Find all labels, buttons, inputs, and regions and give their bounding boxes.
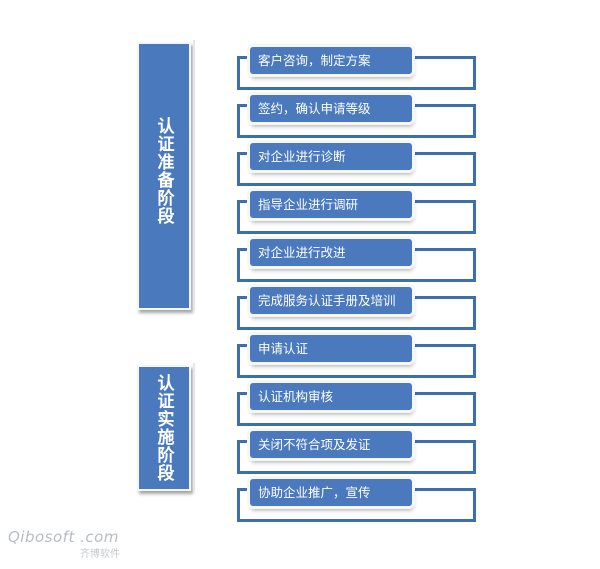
step-box: 协助企业推广，宣传 [250, 479, 412, 506]
phase-divider [193, 40, 195, 310]
step-box: 认证机构审核 [250, 383, 412, 410]
step-box: 客户咨询，制定方案 [250, 47, 412, 74]
watermark-logo: Qibosoft .com 齐博软件 [8, 527, 120, 560]
phase-divider [193, 363, 195, 491]
step-box: 对企业进行改进 [250, 239, 412, 266]
step-bracket [237, 488, 476, 522]
step-bracket [237, 440, 476, 474]
step-box: 完成服务认证手册及培训 [250, 287, 412, 314]
step-box: 对企业进行诊断 [250, 143, 412, 170]
step-bracket [237, 344, 476, 378]
phase-label: 认证准备阶段 [153, 117, 174, 225]
phase-label: 认证实施阶段 [153, 374, 174, 482]
step-bracket [237, 200, 476, 234]
watermark-subtext: 齐博软件 [80, 549, 120, 560]
step-bracket [237, 392, 476, 426]
step-bracket [237, 248, 476, 282]
step-bracket [237, 296, 476, 330]
step-bracket [237, 56, 476, 90]
phase-preparation: 认证准备阶段 [137, 42, 191, 310]
step-box: 签约，确认申请等级 [250, 95, 412, 122]
step-box: 指导企业进行调研 [250, 191, 412, 218]
step-bracket [237, 104, 476, 138]
step-box: 申请认证 [250, 335, 412, 362]
watermark-text: Qibosoft .com [8, 528, 119, 546]
phase-implementation: 认证实施阶段 [137, 365, 191, 491]
step-bracket [237, 152, 476, 186]
step-box: 关闭不符合项及发证 [250, 431, 412, 458]
